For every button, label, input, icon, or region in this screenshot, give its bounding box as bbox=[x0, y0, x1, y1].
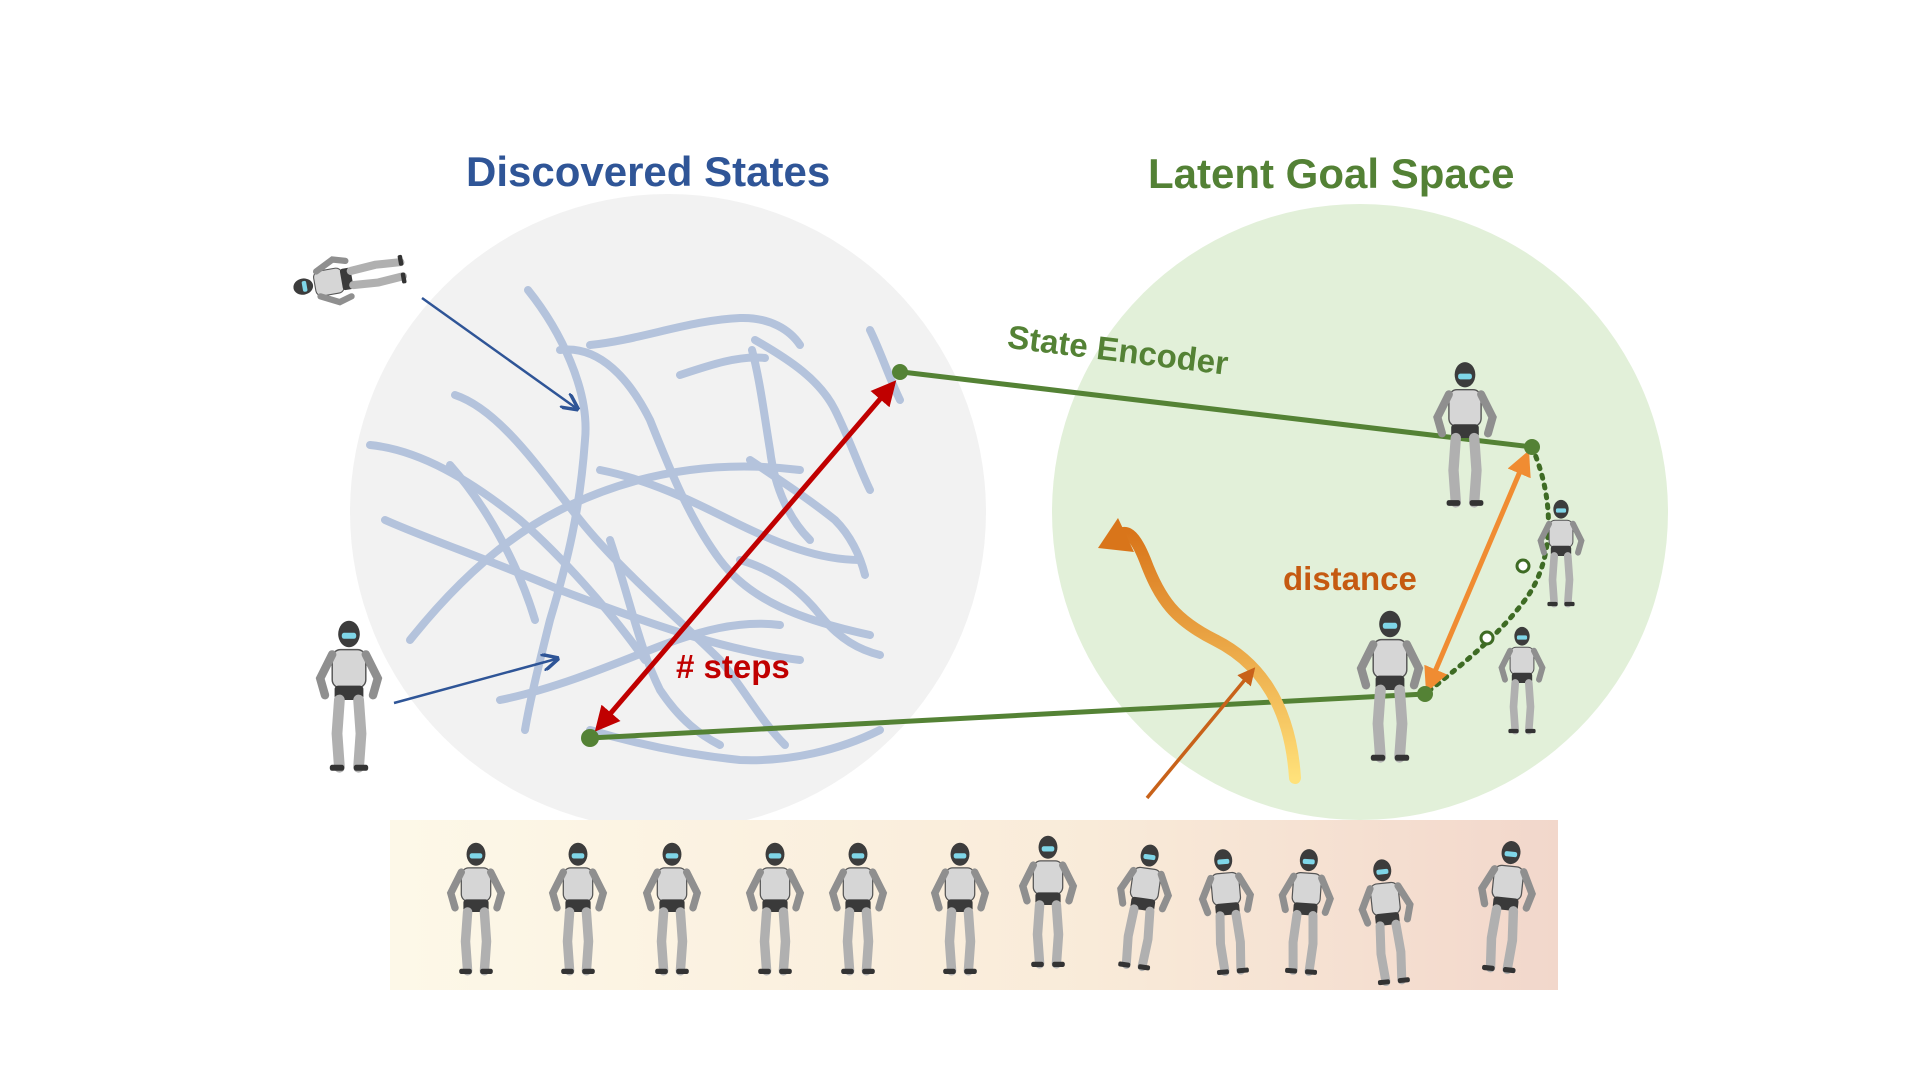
goal-point-top bbox=[1524, 439, 1540, 455]
goal-curve-arrowhead bbox=[1098, 518, 1134, 552]
latent-waypoint bbox=[1515, 558, 1531, 574]
state-point-bottom bbox=[581, 729, 599, 747]
command-arrow bbox=[1145, 667, 1256, 800]
latent-waypoint bbox=[1479, 630, 1495, 646]
encoder-line-top bbox=[901, 369, 1533, 450]
latent-goal-space-title: Latent Goal Space bbox=[1148, 150, 1515, 197]
distance-arrow bbox=[1424, 450, 1531, 693]
pointer-arrow-top bbox=[421, 296, 576, 408]
distance-label: distance bbox=[1283, 560, 1417, 597]
goal-curve-arrow bbox=[1109, 527, 1301, 784]
goal-point-bottom bbox=[1417, 686, 1433, 702]
humanoid-robot-icon bbox=[320, 621, 378, 771]
latent-goal-space-region bbox=[1052, 204, 1668, 820]
steps-arrow bbox=[594, 380, 897, 732]
pointer-arrow-bottom bbox=[393, 659, 556, 705]
state-point-top bbox=[892, 364, 908, 380]
discovered-states-title: Discovered States bbox=[466, 148, 831, 195]
steps-label: # steps bbox=[676, 648, 790, 685]
humanoid-robot-icon bbox=[290, 248, 408, 310]
